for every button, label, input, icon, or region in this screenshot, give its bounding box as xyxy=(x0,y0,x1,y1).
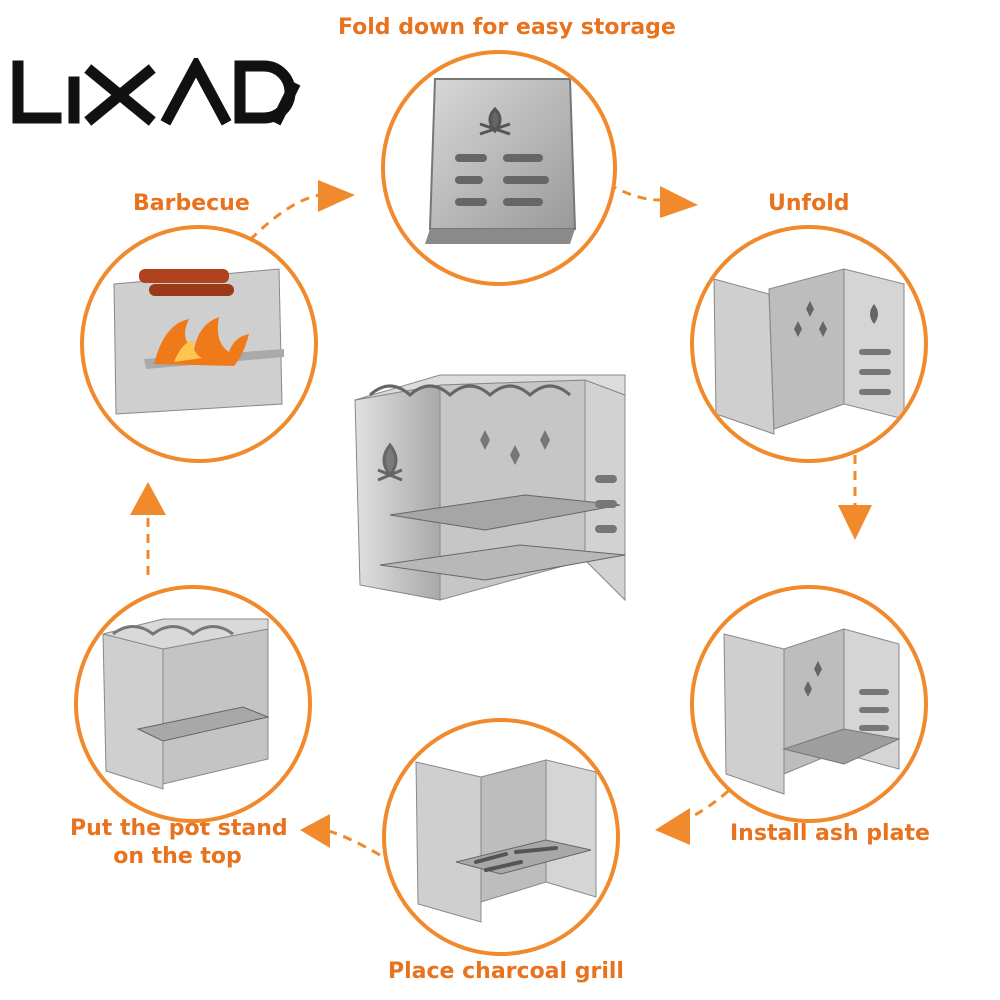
ash-plate-stove xyxy=(723,628,901,795)
photo-charcoal-grill xyxy=(382,718,620,956)
arrow-icon xyxy=(130,482,166,515)
brand-logo xyxy=(12,58,301,126)
flame-cutout-icon xyxy=(479,106,511,136)
step-label-ash: Install ash plate xyxy=(730,821,930,846)
step-label-charcoal: Place charcoal grill xyxy=(388,959,624,984)
unfolded-panels xyxy=(713,268,905,435)
arrow-icon xyxy=(655,808,690,845)
photo-barbecue xyxy=(80,225,318,463)
photo-unfold xyxy=(690,225,928,463)
photo-ash-plate xyxy=(690,585,928,823)
arrow-icon xyxy=(300,814,330,848)
arrow-icon xyxy=(660,186,698,218)
step-label-unfold: Unfold xyxy=(768,191,850,216)
flame-cutout-icon xyxy=(377,442,403,482)
flame-cutout-icon xyxy=(870,304,878,324)
stove-main-photo xyxy=(354,374,626,602)
pot-stand-stove xyxy=(102,618,270,790)
arrow-icon xyxy=(838,505,872,540)
charcoal-grill-stove xyxy=(415,759,597,923)
arrow-icon xyxy=(318,180,355,212)
photo-folded xyxy=(381,50,617,286)
skewers-icon xyxy=(139,269,234,296)
fire-icon xyxy=(154,317,249,366)
step-label-pot-line2: on the top xyxy=(113,843,242,869)
barbecue-stove xyxy=(113,268,284,415)
photo-pot-stand xyxy=(74,585,312,823)
step-label-fold: Fold down for easy storage xyxy=(338,15,676,40)
step-label-bbq: Barbecue xyxy=(133,191,250,216)
folded-stove xyxy=(425,78,577,244)
